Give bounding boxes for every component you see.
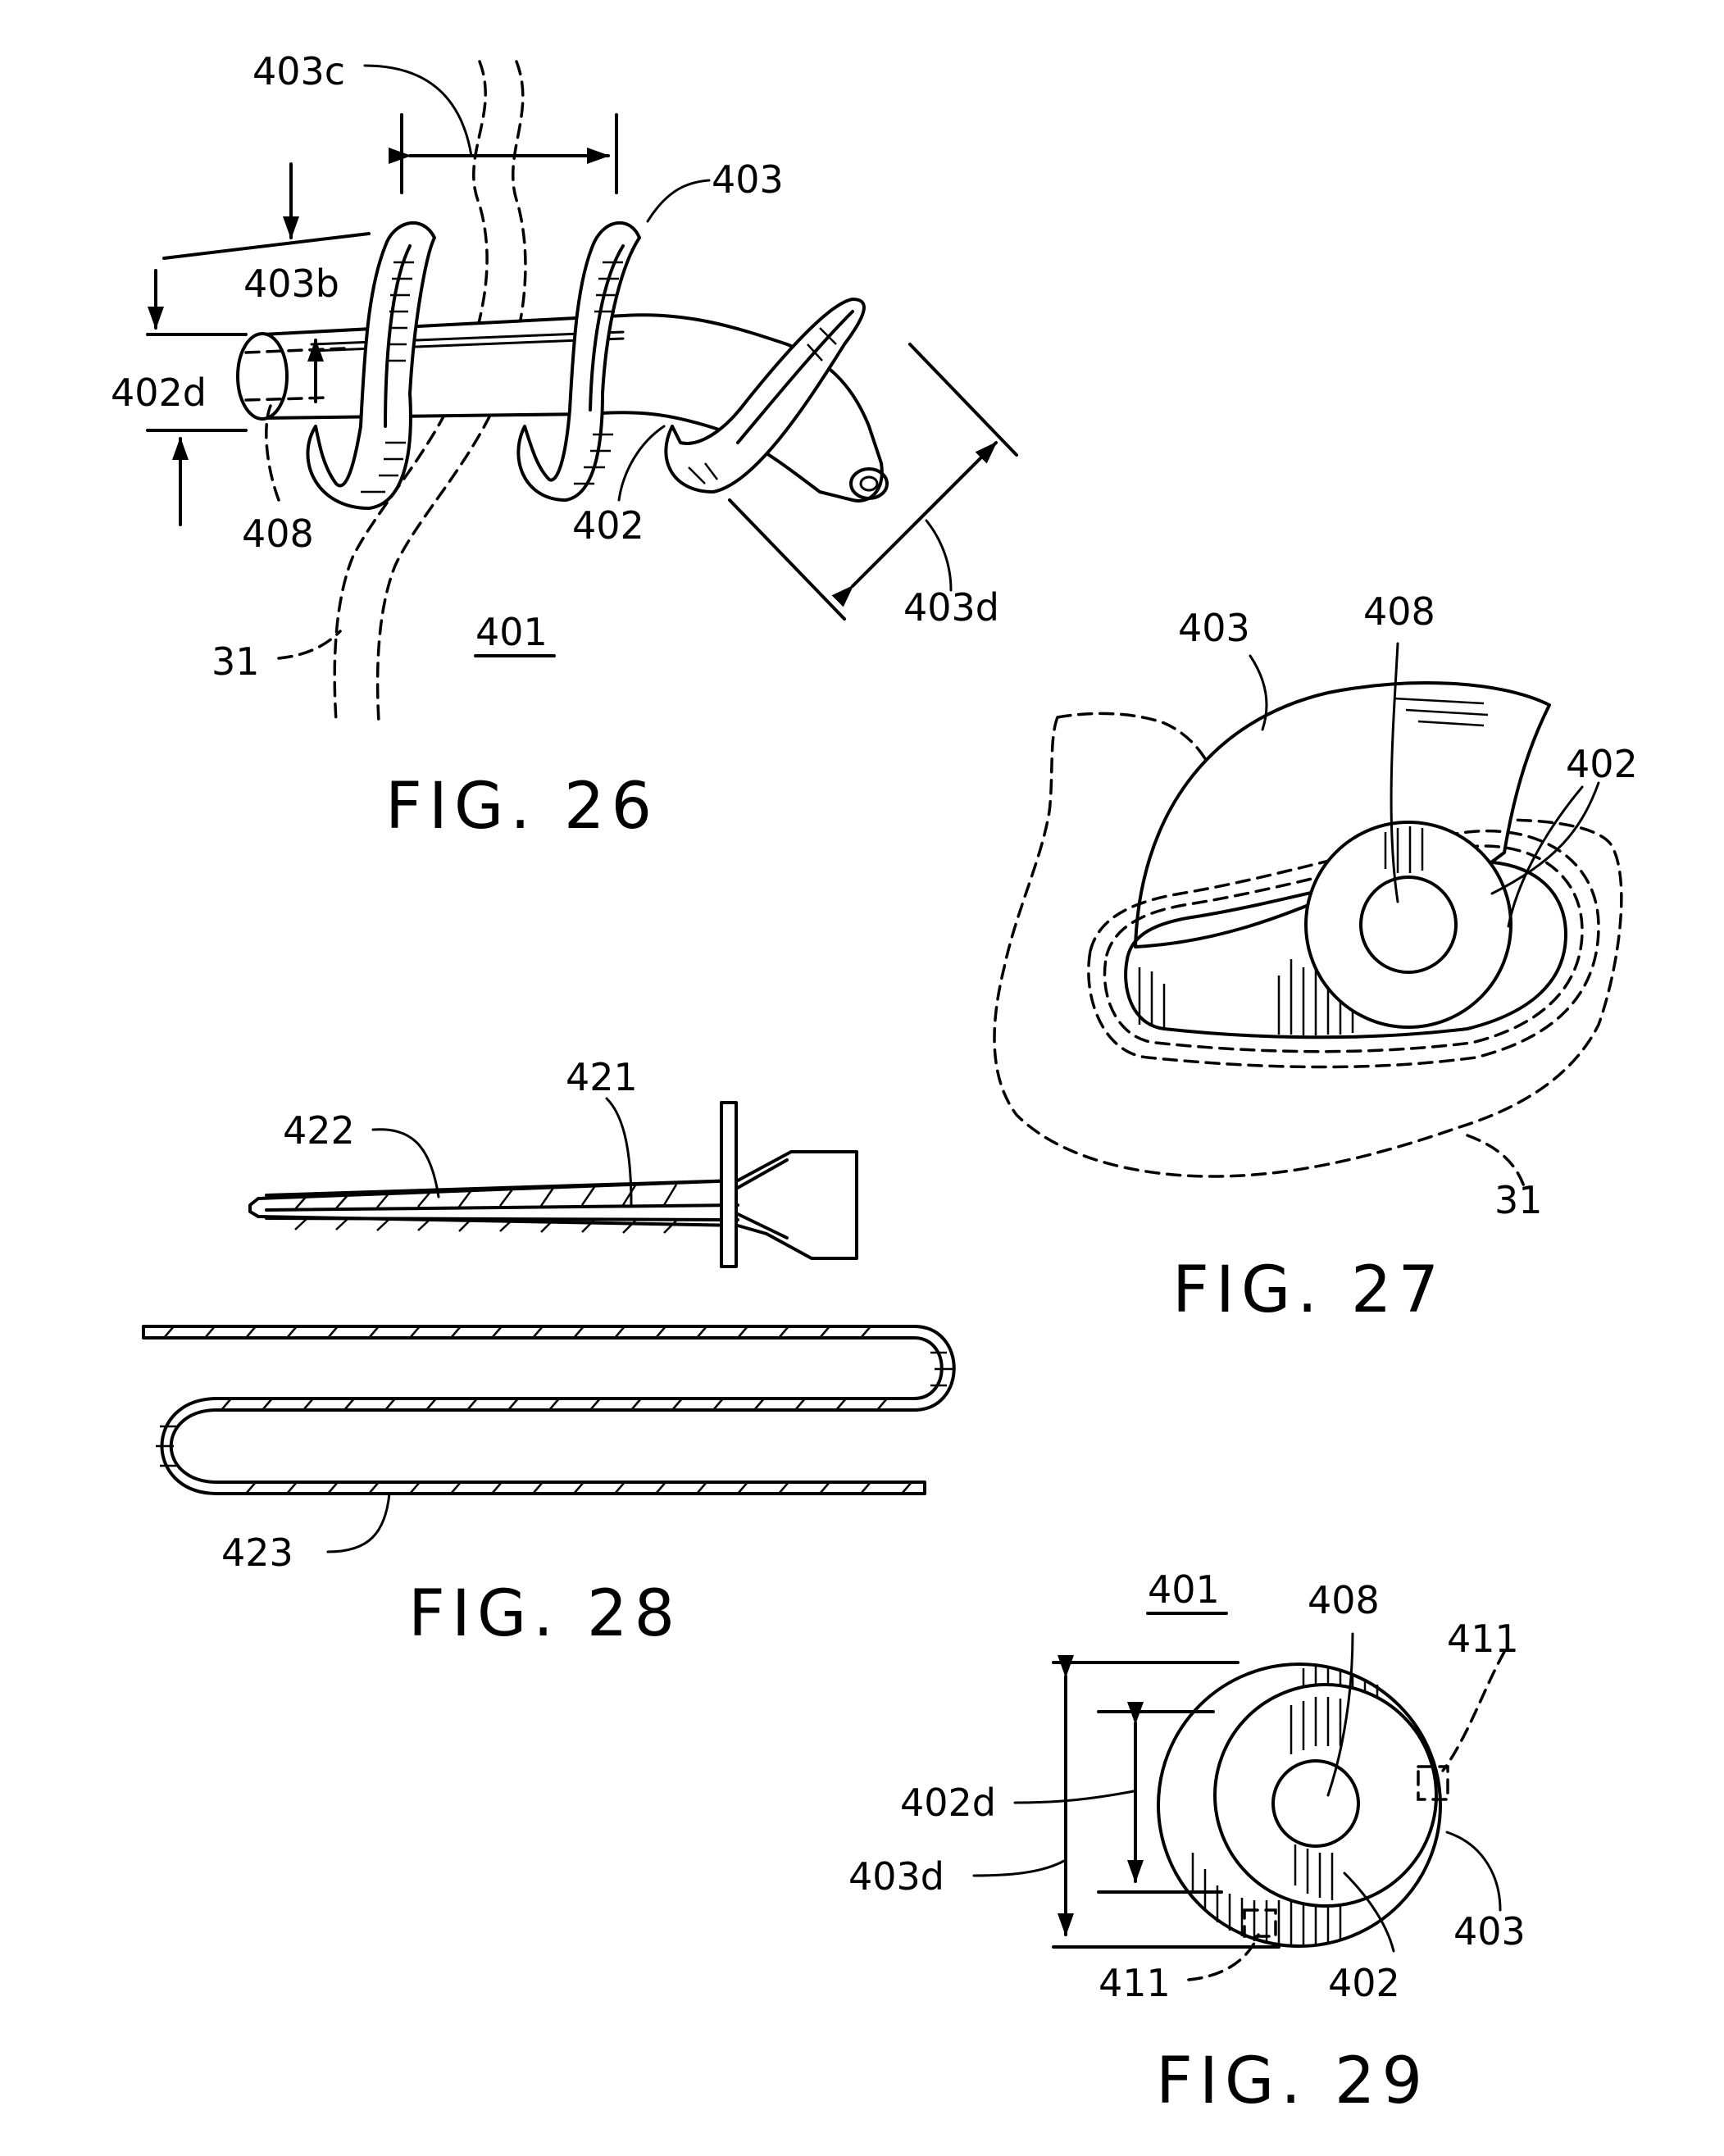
label-403d: 403d <box>848 1854 944 1899</box>
caption-fig-27: FIG. 27 <box>1172 1253 1445 1327</box>
label-402d: 402d <box>900 1781 996 1825</box>
label-408: 408 <box>1363 589 1435 634</box>
label-403: 403 <box>1453 1909 1526 1954</box>
label-423: 423 <box>221 1531 293 1575</box>
figure-28: 422 421 423 FIG. 28 <box>143 1055 954 1651</box>
label-403b: 403b <box>243 262 339 306</box>
leader-402 <box>619 426 664 500</box>
label-403c: 403c <box>252 49 345 93</box>
label-408: 408 <box>242 512 314 556</box>
lumen-408 <box>1273 1761 1358 1846</box>
label-401: 401 <box>1148 1567 1220 1612</box>
label-422: 422 <box>283 1108 355 1153</box>
dimension-403b <box>164 164 369 258</box>
label-403: 403 <box>712 157 784 202</box>
helical-flight-403 <box>307 223 863 508</box>
label-402: 402 <box>1566 742 1638 786</box>
label-403d: 403d <box>903 585 999 630</box>
lumen-408 <box>1361 877 1456 972</box>
label-403: 403 <box>1178 606 1250 650</box>
leader-31 <box>279 631 340 658</box>
caption-fig-26: FIG. 26 <box>385 770 658 844</box>
label-401: 401 <box>475 610 548 654</box>
label-408: 408 <box>1308 1578 1380 1622</box>
label-402d: 402d <box>111 371 207 415</box>
figure-27: 403 408 402 31 FIG. 27 <box>994 589 1638 1327</box>
label-31: 31 <box>212 639 260 684</box>
dimension-403c <box>365 66 616 193</box>
figure-26: 403c 403 403b 402d 408 402 403d 31 401 F… <box>111 49 1017 844</box>
caption-fig-28: FIG. 28 <box>408 1577 681 1651</box>
folded-strip-423 <box>143 1326 954 1494</box>
leader-403 <box>648 180 709 221</box>
label-402: 402 <box>572 503 644 548</box>
figure-29: 401 408 411 402d 403d 403 411 402 FIG. 2… <box>848 1567 1526 2118</box>
caption-fig-29: FIG. 29 <box>1156 2045 1429 2118</box>
leader-408 <box>266 406 279 500</box>
label-402: 402 <box>1328 1961 1400 2005</box>
label-31: 31 <box>1494 1178 1543 1222</box>
label-411-top: 411 <box>1447 1617 1519 1661</box>
label-411-bottom: 411 <box>1099 1961 1171 2005</box>
label-421: 421 <box>566 1055 638 1099</box>
